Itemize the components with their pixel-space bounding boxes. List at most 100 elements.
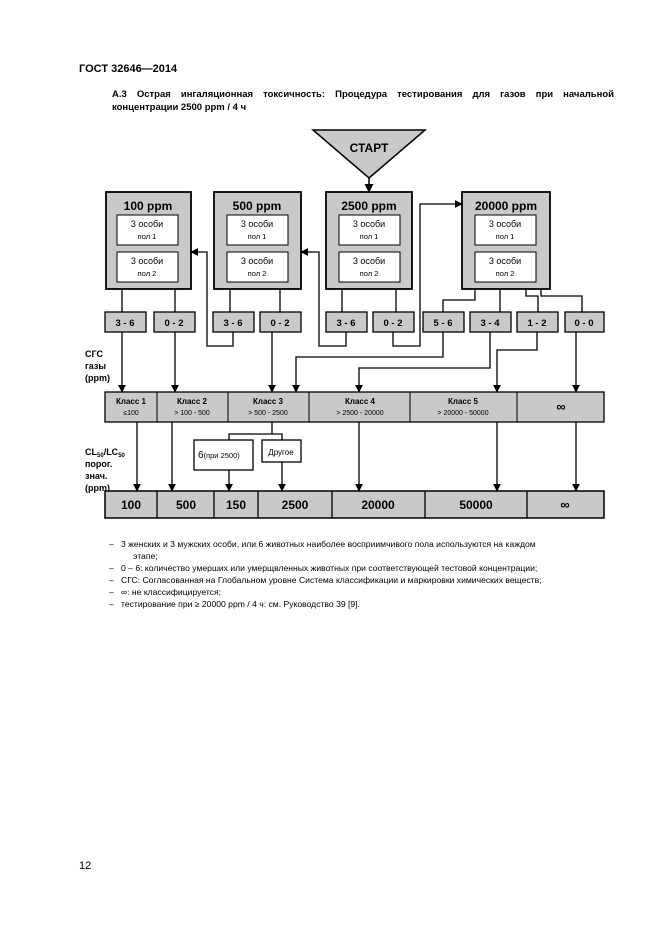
- outcome-boxes: 3 - 6 0 - 2 3 - 6 0 - 2 3 - 6 0 - 2 5 - …: [104, 311, 605, 333]
- sex-label: пол 2: [248, 269, 267, 278]
- ghs-label: СГС: [85, 349, 103, 359]
- cutoff-bar: 100 500 150 2500 20000 50000 ∞: [104, 490, 605, 519]
- class-range: > 20000 - 50000: [437, 410, 488, 417]
- class-range: > 2500 - 20000: [336, 410, 383, 417]
- note-text: 3 женских и 3 мужских особи, или 6 живот…: [121, 539, 536, 549]
- class-name: Класс 2: [177, 397, 208, 406]
- page-number: 12: [79, 860, 92, 872]
- cutoff-value: 500: [176, 498, 196, 512]
- cl-label-line: знач.: [85, 471, 107, 481]
- six-note: (при 2500): [204, 451, 241, 460]
- cutoff-value: ∞: [560, 497, 569, 512]
- ghs-axis-label: СГС газы (ppm): [85, 349, 110, 383]
- note-dash: –: [109, 563, 114, 573]
- class-name: Класс 4: [345, 397, 376, 406]
- figure-caption: А.3 Острая ингаляционная токсичность: Пр…: [112, 88, 614, 114]
- outcome-label: 0 - 2: [164, 318, 183, 329]
- sex-label: пол 1: [360, 232, 379, 241]
- outcome-label: 0 - 2: [383, 318, 402, 329]
- special-six-box: 6(при 2500): [193, 439, 254, 471]
- cl-sub: 50: [97, 453, 104, 459]
- svg-text:CL50/LC50: CL50/LC50: [85, 447, 126, 459]
- cl-label-line: (ppm): [85, 483, 110, 493]
- dose-box-2500: 2500 ppm 3 особи пол 1 3 особи пол 2: [325, 191, 413, 290]
- sex-label: пол 2: [496, 269, 515, 278]
- note-dash: –: [109, 587, 114, 597]
- dose-label: 2500 ppm: [341, 199, 396, 213]
- outcome-label: 3 - 4: [480, 318, 500, 329]
- outcome-label: 3 - 6: [223, 318, 242, 329]
- sex-label: пол 1: [248, 232, 267, 241]
- svg-text:6(при 2500): 6(при 2500): [198, 450, 240, 461]
- lc-label: /LC: [104, 447, 119, 457]
- outcome-label: 3 - 6: [115, 318, 134, 329]
- animals-count: 3 особи: [353, 219, 385, 229]
- cutoff-value: 100: [121, 498, 141, 512]
- caption-line-2: концентрации 2500 ppm / 4 ч: [112, 102, 247, 113]
- legend-notes: – 3 женских и 3 мужских особи, или 6 жив…: [109, 538, 619, 610]
- note-item: – СГС: Согласованная на Глобальном уровн…: [109, 574, 619, 586]
- cl-label: CL: [85, 447, 97, 457]
- class-name: Класс 1: [116, 397, 147, 406]
- ghs-label: (ppm): [85, 373, 110, 383]
- class-range: ≤100: [123, 410, 139, 417]
- sex-label: пол 2: [360, 269, 379, 278]
- dose-box-100: 100 ppm 3 особи пол 1 3 особи пол 2: [105, 191, 192, 290]
- cutoff-value: 20000: [361, 498, 395, 512]
- cutoff-value: 150: [226, 498, 246, 512]
- class-name: Класс 5: [448, 397, 479, 406]
- document-code: ГОСТ 32646—2014: [79, 63, 178, 75]
- animals-count: 3 особи: [489, 219, 521, 229]
- animals-count: 3 особи: [241, 256, 273, 266]
- classification-bar: Класс 1 ≤100 Класс 2 > 100 - 500 Класс 3…: [104, 391, 605, 423]
- note-text: 0 – 6: количество умерших или умерщвленн…: [121, 563, 538, 573]
- outcome-label: 0 - 2: [270, 318, 289, 329]
- special-other-box: Другое: [261, 439, 302, 463]
- outcome-label: 1 - 2: [527, 318, 546, 329]
- class-name: Класс 3: [253, 397, 284, 406]
- note-item: – ∞: не классифицируется;: [109, 586, 619, 598]
- flow-connectors: [118, 200, 580, 393]
- note-item: – 0 – 6: количество умерших или умерщвле…: [109, 562, 619, 574]
- sex-label: пол 2: [138, 269, 157, 278]
- dose-label: 500 ppm: [233, 199, 282, 213]
- animals-count: 3 особи: [353, 256, 385, 266]
- outcome-label: 5 - 6: [433, 318, 452, 329]
- cl50-axis-label: CL50/LC50 порог. знач. (ppm): [85, 447, 126, 493]
- animals-count: 3 особи: [241, 219, 273, 229]
- animals-count: 3 особи: [131, 219, 163, 229]
- note-dash: –: [109, 539, 114, 549]
- animals-count: 3 особи: [489, 256, 521, 266]
- note-text: ∞: не классифицируется;: [121, 587, 222, 597]
- six-label: 6: [198, 450, 204, 461]
- sex-label: пол 1: [496, 232, 515, 241]
- animals-count: 3 особи: [131, 256, 163, 266]
- ghs-label: газы: [85, 361, 106, 371]
- lc-sub: 50: [118, 453, 125, 459]
- cutoff-value: 50000: [459, 498, 493, 512]
- other-label: Другое: [268, 448, 294, 457]
- class-range: > 500 - 2500: [248, 410, 288, 417]
- start-label: СТАРТ: [350, 141, 389, 155]
- class-range: > 100 - 500: [174, 410, 210, 417]
- note-item: – тестирование при ≥ 20000 ppm / 4 ч: см…: [109, 598, 619, 610]
- note-dash: –: [109, 575, 114, 585]
- dose-box-20000: 20000 ppm 3 особи пол 1 3 особи пол 2: [461, 191, 551, 290]
- caption-line-1: А.3 Острая ингаляционная токсичность: Пр…: [112, 89, 614, 100]
- cutoff-value: 2500: [282, 498, 309, 512]
- dose-box-500: 500 ppm 3 особи пол 1 3 особи пол 2: [213, 191, 302, 290]
- dose-label: 100 ppm: [124, 199, 173, 213]
- cl-label-line: порог.: [85, 459, 112, 469]
- outcome-label: 3 - 6: [336, 318, 355, 329]
- branch-lines: [121, 289, 583, 312]
- outcome-label: 0 - 0: [574, 318, 593, 329]
- not-classified-symbol: ∞: [556, 399, 565, 414]
- sex-label: пол 1: [138, 232, 157, 241]
- dose-label: 20000 ppm: [475, 199, 537, 213]
- note-text-continued: этапе;: [133, 551, 158, 561]
- note-text: СГС: Согласованная на Глобальном уровне …: [121, 575, 542, 585]
- note-dash: –: [109, 599, 114, 609]
- note-text: тестирование при ≥ 20000 ppm / 4 ч: см. …: [121, 599, 360, 609]
- note-item: – 3 женских и 3 мужских особи, или 6 жив…: [109, 538, 619, 562]
